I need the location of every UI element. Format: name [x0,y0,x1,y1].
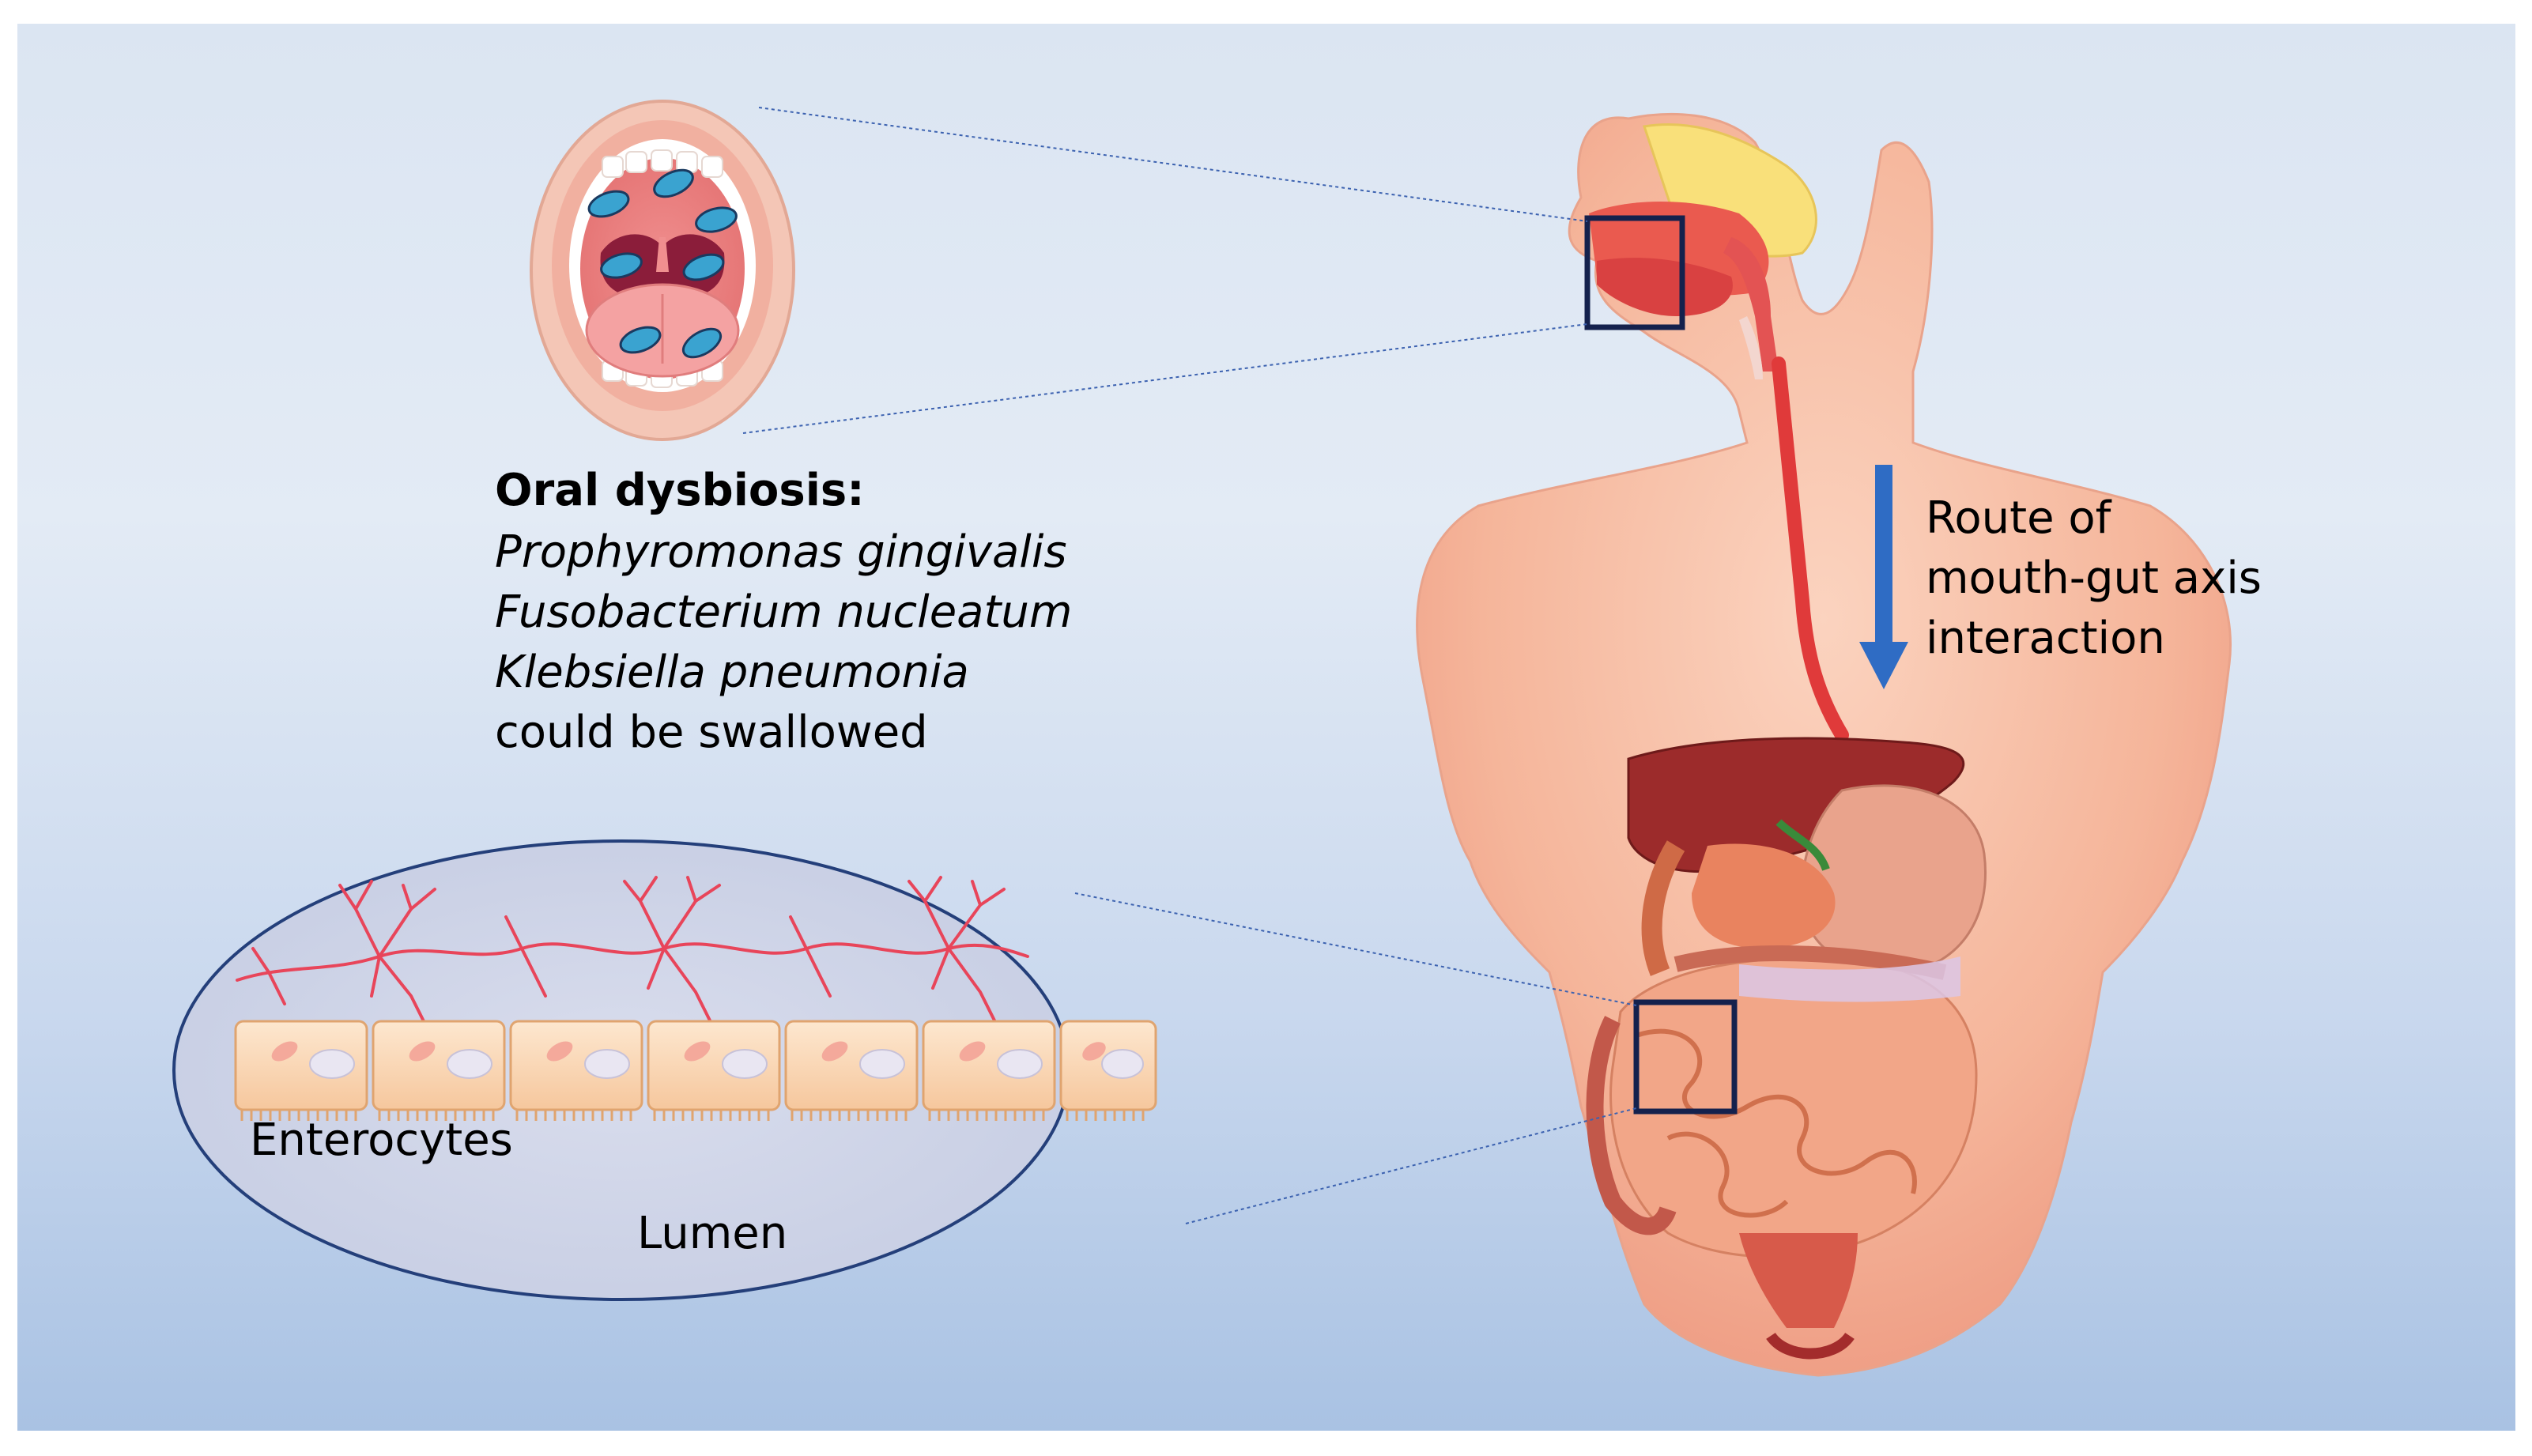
digestive-organs [1586,737,1987,1360]
enterocyte-cells [234,1020,1157,1121]
species-fusobacterium: Fusobacterium nucleatum [495,587,1073,638]
enterocytes-label: Enterocytes [250,1115,513,1166]
species-porphyromonas: Prophyromonas gingivalis [495,526,1067,578]
route-label-line-2: mouth-gut axis [1926,553,2262,604]
oral-dysbiosis-heading: Oral dysbiosis: [495,465,865,516]
route-label-line-3: interaction [1926,613,2165,664]
intestinal-epithelium-inset [172,839,1157,1301]
species-klebsiella: Klebsiella pneumonia [495,647,969,698]
capillary-network [236,876,1029,1029]
swallowed-note: could be swallowed [495,707,928,758]
intestine-zoom-box [1633,999,1738,1115]
bacteria-icons [587,168,738,359]
head-anatomy [1589,123,1817,379]
mouth-zoom-box [1584,215,1685,330]
route-arrow [1859,465,1908,689]
route-label-line-1: Route of [1926,492,2111,544]
route-label: Route of mouth-gut axis interaction [1926,488,2368,669]
lumen-label: Lumen [637,1208,788,1259]
open-mouth-illustration [530,100,795,441]
connector-lines [742,107,1637,1224]
esophagus [1772,356,1849,742]
